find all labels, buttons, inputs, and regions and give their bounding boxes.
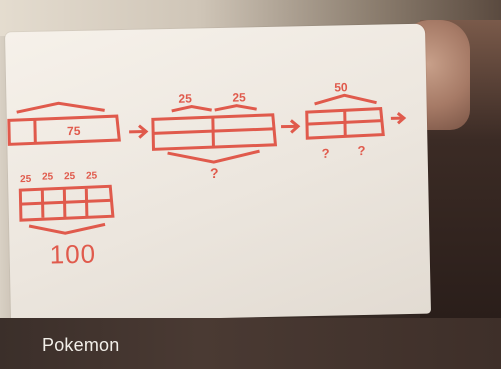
tape-diagram-drawing: 75 25 25 ? bbox=[5, 24, 431, 323]
paper-sheet: 75 25 25 ? bbox=[5, 24, 431, 323]
box2-top-label-1: 25 bbox=[178, 92, 192, 106]
box4-top-label-2: 25 bbox=[42, 171, 54, 182]
arrow-1 bbox=[129, 125, 146, 137]
box4-top-label-4: 25 bbox=[86, 171, 98, 182]
box3-question-1: ? bbox=[321, 146, 329, 161]
box3-question-2: ? bbox=[357, 143, 365, 158]
tape-diagram-box-3: 50 ? ? bbox=[306, 79, 405, 161]
box4-top-label-3: 25 bbox=[64, 171, 76, 182]
box3-top-label: 50 bbox=[334, 80, 348, 94]
box1-label: 75 bbox=[67, 124, 81, 138]
tape-diagram-box-4: 25 25 25 25 100 bbox=[20, 170, 114, 270]
tape-diagram-box-2: 25 25 ? bbox=[152, 90, 276, 183]
box4-top-label-1: 25 bbox=[20, 174, 32, 185]
box2-top-label-2: 25 bbox=[232, 90, 246, 104]
caption-text: Pokemon bbox=[42, 335, 119, 356]
tape-diagram-box-1: 75 bbox=[9, 102, 120, 144]
arrow-2 bbox=[281, 120, 298, 132]
total-label: 100 bbox=[49, 239, 96, 270]
box2-question: ? bbox=[210, 165, 219, 181]
